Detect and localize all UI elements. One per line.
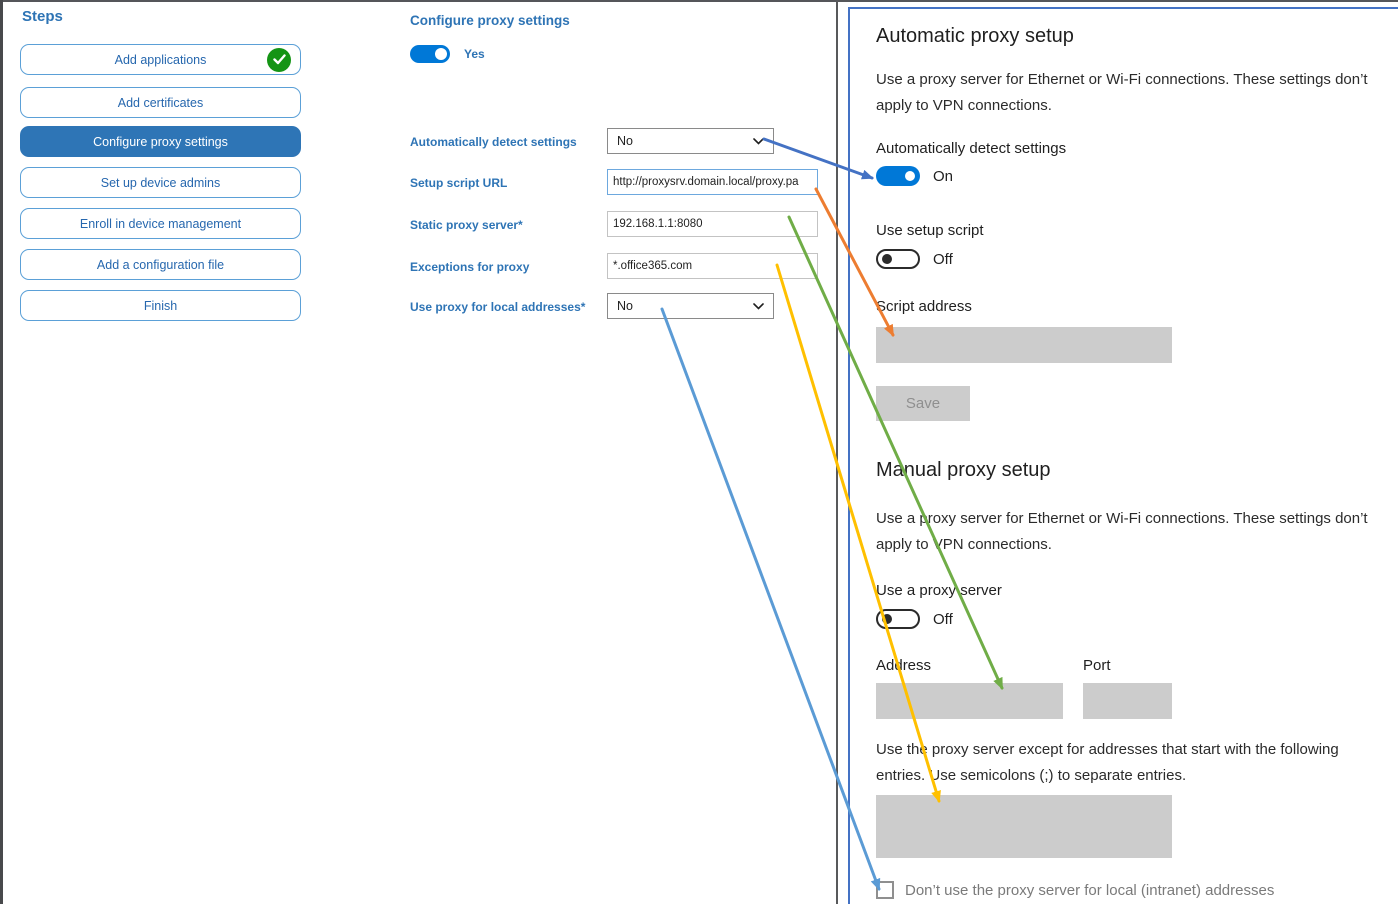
step-label: Configure proxy settings [93, 134, 228, 149]
address-label: Address [876, 657, 932, 674]
automatic-proxy-description: Use a proxy server for Ethernet or Wi-Fi… [876, 71, 1368, 114]
dropdown-value: No [617, 134, 633, 148]
field-label-static-proxy: Static proxy server* [410, 218, 523, 232]
proxy-port-input[interactable] [1083, 683, 1172, 719]
step-label: Finish [143, 298, 178, 313]
proxy-exceptions-textarea[interactable] [876, 795, 1172, 858]
local-intranet-checkbox[interactable] [876, 881, 894, 899]
script-address-input[interactable] [876, 327, 1172, 363]
steps-panel-title: Steps [22, 8, 63, 25]
enable-proxy-toggle[interactable] [410, 45, 450, 63]
step-enroll-device-management[interactable]: Enroll in device management [20, 208, 301, 239]
check-icon [267, 47, 291, 72]
windows-settings-proxy-panel: Automatic proxy setup Use a proxy server… [848, 7, 1398, 904]
chevron-down-icon [753, 134, 764, 148]
automatic-proxy-heading: Automatic proxy setup [876, 25, 1074, 47]
setup-script-url-input[interactable] [607, 169, 818, 195]
use-proxy-server-label: Use a proxy server [876, 582, 1002, 599]
use-setup-script-label: Use setup script [876, 222, 984, 239]
script-address-label: Script address [876, 298, 972, 315]
step-finish[interactable]: Finish [20, 290, 301, 321]
field-label-auto-detect: Automatically detect settings [410, 135, 577, 149]
dropdown-value: No [617, 299, 633, 313]
save-button[interactable]: Save [876, 386, 970, 421]
step-set-up-device-admins[interactable]: Set up device admins [20, 167, 301, 198]
detect-settings-label: Automatically detect settings [876, 140, 1067, 157]
local-addresses-dropdown[interactable]: No [607, 293, 774, 319]
detect-settings-toggle[interactable] [876, 166, 920, 186]
window-separator [836, 0, 838, 904]
proxy-exceptions-input[interactable] [607, 253, 818, 279]
left-border [0, 0, 3, 904]
step-label: Add certificates [117, 95, 204, 110]
static-proxy-server-input[interactable] [607, 211, 818, 237]
field-label-exceptions: Exceptions for proxy [410, 260, 530, 274]
manual-proxy-description: Use a proxy server for Ethernet or Wi-Fi… [876, 510, 1368, 553]
auto-detect-dropdown[interactable]: No [607, 128, 774, 154]
step-add-configuration-file[interactable]: Add a configuration file [20, 249, 301, 280]
form-title: Configure proxy settings [410, 13, 570, 28]
top-border [0, 0, 1398, 2]
local-intranet-checkbox-label: Don’t use the proxy server for local (in… [905, 882, 1275, 899]
use-proxy-server-toggle[interactable] [876, 609, 920, 629]
toggle-knob [882, 254, 892, 264]
toggle-knob [882, 614, 892, 624]
exceptions-description: Use the proxy server except for addresse… [876, 741, 1339, 784]
step-label: Set up device admins [100, 175, 221, 190]
port-label: Port [1083, 657, 1111, 674]
field-label-setup-script-url: Setup script URL [410, 176, 508, 190]
detect-settings-state: On [933, 167, 954, 185]
step-add-applications[interactable]: Add applications [20, 44, 301, 75]
chevron-down-icon [753, 299, 764, 313]
manual-proxy-heading: Manual proxy setup [876, 459, 1051, 481]
field-label-local-addresses: Use proxy for local addresses* [410, 300, 586, 314]
enable-proxy-toggle-label: Yes [464, 47, 485, 61]
step-label: Enroll in device management [79, 216, 242, 231]
use-setup-script-toggle[interactable] [876, 249, 920, 269]
proxy-address-input[interactable] [876, 683, 1063, 719]
toggle-knob [435, 48, 447, 60]
toggle-knob [905, 171, 915, 181]
local-addresses-arrow [660, 307, 881, 891]
step-label: Add applications [114, 52, 207, 67]
step-add-certificates[interactable]: Add certificates [20, 87, 301, 118]
use-setup-script-state: Off [933, 250, 953, 268]
use-proxy-server-state: Off [933, 610, 953, 628]
step-configure-proxy-settings[interactable]: Configure proxy settings [20, 126, 301, 157]
step-label: Add a configuration file [96, 257, 225, 272]
